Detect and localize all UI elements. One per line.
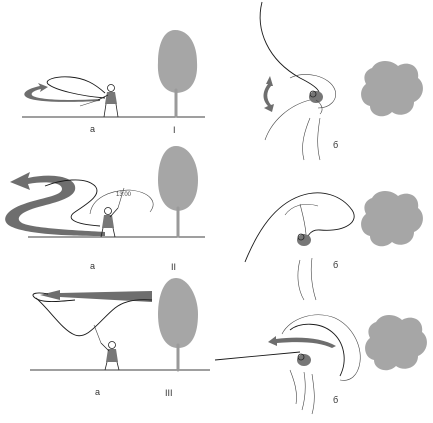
angler-figure xyxy=(309,90,323,115)
line-loop xyxy=(281,314,361,381)
panel-b-row-2: б xyxy=(244,191,423,301)
wading-wake xyxy=(289,369,315,415)
cast-arrow xyxy=(24,83,100,102)
rotation-arrow xyxy=(263,76,274,112)
label-a-3: а xyxy=(95,387,100,397)
panel-a-row-3: а III xyxy=(30,278,210,398)
angler-figure xyxy=(100,187,125,238)
label-a-2: а xyxy=(90,261,95,271)
label-b-1: б xyxy=(333,140,338,150)
panel-a-row-2: 13:00 а II xyxy=(5,146,205,272)
panel-b-row-1: б xyxy=(259,1,423,161)
bush-icon xyxy=(361,191,423,247)
fly-line xyxy=(46,76,106,99)
bush-icon xyxy=(365,315,427,371)
panel-b-row-3: б xyxy=(214,314,427,415)
tree-icon xyxy=(158,278,198,372)
rotation-arrow xyxy=(268,336,336,348)
cast-arrow xyxy=(40,290,152,302)
wading-wake xyxy=(264,99,321,161)
tree-icon xyxy=(158,146,198,238)
angler-figure xyxy=(297,203,311,246)
label-b-3: б xyxy=(333,395,338,405)
line-loop xyxy=(289,74,336,109)
clock-time: 13:00 xyxy=(116,192,132,198)
label-a-1: а xyxy=(90,124,95,134)
label-row-1: I xyxy=(173,125,176,135)
wading-wake xyxy=(284,204,319,301)
cast-arc xyxy=(89,189,154,215)
angler-figure xyxy=(297,353,311,366)
cast-arrow xyxy=(5,172,105,236)
bush-icon xyxy=(361,61,423,117)
fly-line xyxy=(35,297,153,337)
fly-line xyxy=(289,323,345,377)
label-row-2: II xyxy=(171,262,176,272)
label-row-3: III xyxy=(165,388,173,398)
fly-line xyxy=(214,351,301,361)
angler-figure xyxy=(79,84,119,118)
angler-figure xyxy=(93,324,120,371)
fly-line xyxy=(244,192,355,263)
fly-line xyxy=(32,292,76,302)
label-b-2: б xyxy=(333,260,338,270)
tree-icon xyxy=(157,30,198,118)
panel-a-row-1: а I xyxy=(22,30,205,135)
fly-line xyxy=(44,179,101,227)
